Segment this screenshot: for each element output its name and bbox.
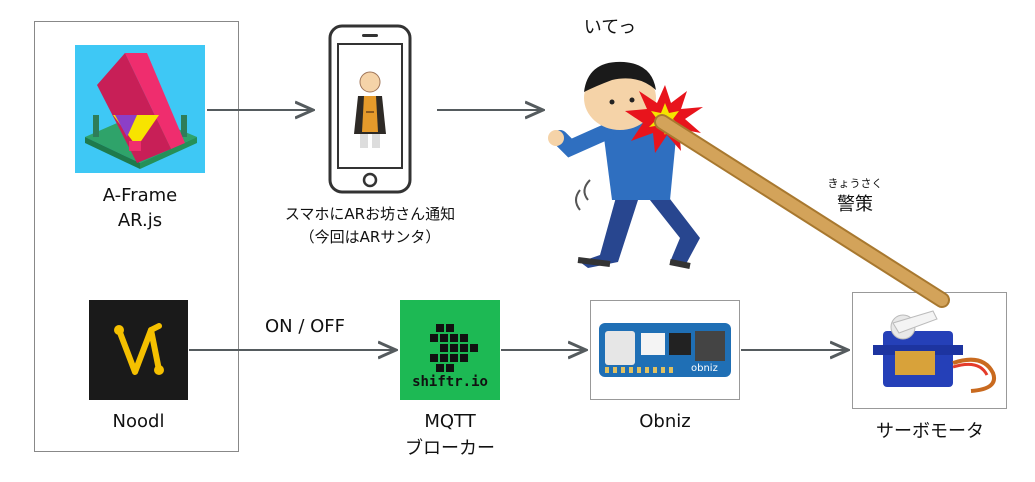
phone-caption-line1: スマホにARお坊さん通知	[284, 205, 456, 223]
impact-burst-icon	[625, 85, 705, 155]
speech-text: いてっ	[583, 17, 637, 38]
person-illustration	[540, 40, 780, 270]
obniz-board: obniz	[590, 300, 740, 400]
servo-label: サーボモータ	[876, 421, 984, 442]
servo-motor-frame	[852, 292, 1007, 409]
shiftr-logo: shiftr.io	[400, 300, 500, 400]
keisaku-ruby: きょうさく	[827, 177, 883, 190]
noodl-logo	[89, 300, 188, 400]
phone-icon	[328, 24, 412, 194]
obniz-label: Obniz	[639, 411, 691, 432]
mqtt-label-line1: MQTT	[424, 411, 476, 432]
mqtt-label-line2: ブローカー	[405, 438, 495, 459]
aframe-logo	[75, 45, 205, 173]
shiftr-logo-text: shiftr.io	[412, 374, 488, 390]
phone-caption-line2: （今回はARサンタ）	[299, 228, 441, 246]
aframe-label: A-Frame	[102, 185, 178, 206]
obniz-board-text: obniz	[691, 363, 718, 374]
noodl-label: Noodl	[112, 411, 165, 432]
on-off-label: ON / OFF	[264, 316, 345, 337]
keisaku-label: 警策	[837, 194, 873, 215]
arjs-label: AR.js	[117, 210, 163, 231]
left-group-frame	[34, 21, 239, 452]
